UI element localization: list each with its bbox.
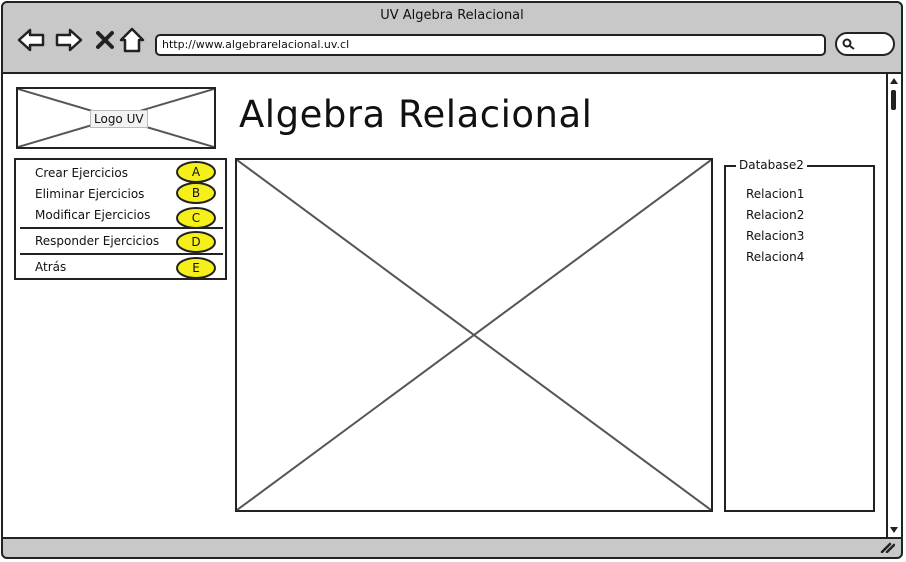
menu-item-responder[interactable]: Responder Ejercicios D xyxy=(16,231,225,253)
action-menu: Crear Ejercicios A Eliminar Ejercicios B… xyxy=(14,158,227,280)
back-arrow-icon[interactable] xyxy=(16,25,46,55)
menu-separator xyxy=(20,253,223,255)
menu-item-label: Eliminar Ejercicios xyxy=(35,187,145,201)
menu-item-label: Crear Ejercicios xyxy=(35,166,128,180)
vertical-scrollbar[interactable] xyxy=(886,74,901,537)
menu-separator xyxy=(20,227,223,229)
relation-item[interactable]: Relacion1 xyxy=(746,187,805,201)
menu-item-atras[interactable]: Atrás E xyxy=(16,257,225,279)
menu-item-label: Atrás xyxy=(35,260,67,274)
logo-label: Logo UV xyxy=(90,110,148,128)
database-title: Database2 xyxy=(736,157,807,173)
relation-list: Relacion1 Relacion2 Relacion3 Relacion4 xyxy=(746,184,804,268)
scroll-thumb[interactable] xyxy=(891,90,896,110)
status-bar xyxy=(3,534,901,557)
scroll-up-icon[interactable] xyxy=(889,77,899,85)
search-icon xyxy=(842,38,855,50)
relation-item[interactable]: Relacion4 xyxy=(746,250,805,264)
hotkey-badge: B xyxy=(176,182,216,204)
menu-item-label: Modificar Ejercicios xyxy=(35,208,151,222)
hotkey-badge: E xyxy=(176,257,216,279)
menu-item-crear[interactable]: Crear Ejercicios A xyxy=(16,161,225,183)
scroll-down-icon[interactable] xyxy=(889,526,899,534)
menu-item-eliminar[interactable]: Eliminar Ejercicios B xyxy=(16,182,225,204)
search-box[interactable] xyxy=(835,32,895,56)
forward-arrow-icon[interactable] xyxy=(54,25,84,55)
menu-item-label: Responder Ejercicios xyxy=(35,234,160,248)
home-icon[interactable] xyxy=(117,25,147,55)
hotkey-badge: A xyxy=(176,161,216,183)
main-image-placeholder xyxy=(235,158,713,512)
relation-item[interactable]: Relacion3 xyxy=(746,229,805,243)
hotkey-badge: C xyxy=(176,207,216,229)
hotkey-badge: D xyxy=(176,231,216,253)
database-panel: Database2 Relacion1 Relacion2 Relacion3 … xyxy=(724,157,875,512)
page-title: Algebra Relacional xyxy=(239,93,593,136)
url-bar[interactable]: http://www.algebrarelacional.uv.cl xyxy=(155,34,826,56)
relation-item[interactable]: Relacion2 xyxy=(746,208,805,222)
logo-placeholder: Logo UV xyxy=(16,87,216,149)
browser-toolbar: http://www.algebrarelacional.uv.cl xyxy=(3,25,901,71)
page-viewport: Logo UV Algebra Relacional Crear Ejercic… xyxy=(3,72,901,539)
stop-icon[interactable] xyxy=(90,25,120,55)
menu-item-modificar[interactable]: Modificar Ejercicios C xyxy=(16,205,225,229)
window-title: UV Algebra Relacional xyxy=(380,8,524,23)
resize-grip-icon[interactable] xyxy=(879,541,895,553)
